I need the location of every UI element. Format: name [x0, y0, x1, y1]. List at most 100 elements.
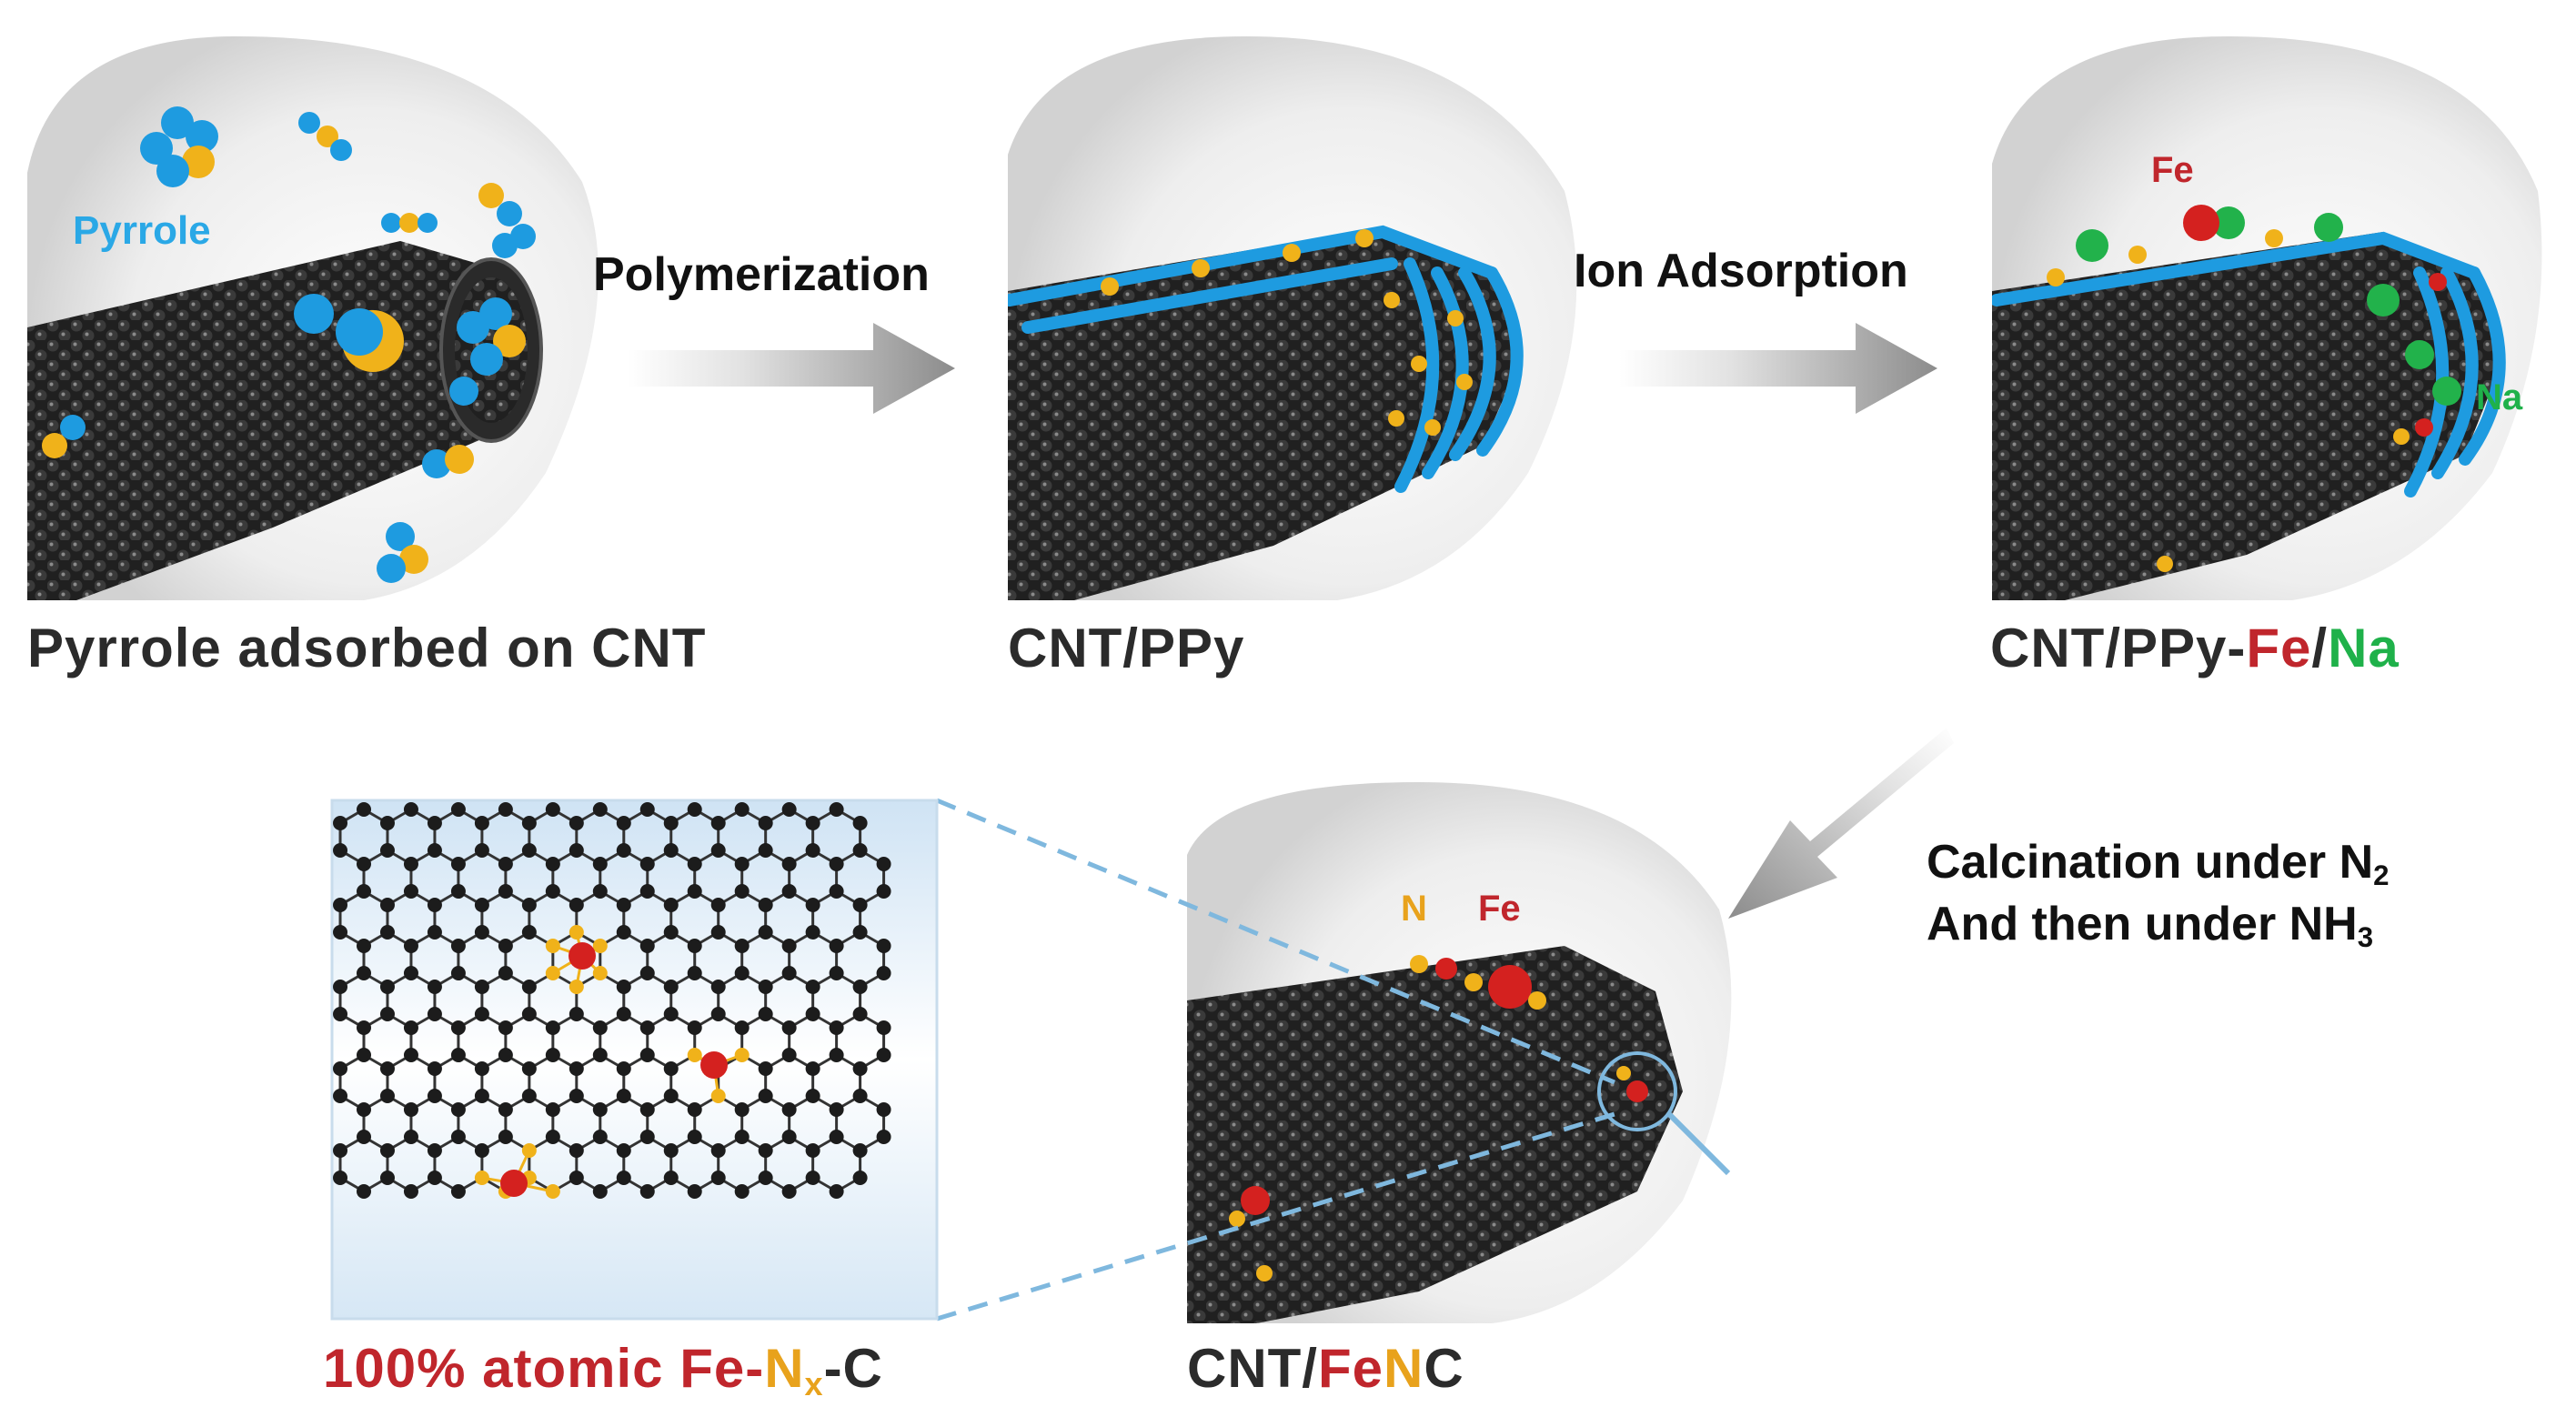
carbon-atom	[569, 898, 584, 912]
panel-pyrrole-on-cnt: Pyrrole	[27, 36, 599, 600]
carbon-atom	[710, 898, 726, 912]
carbon-atom	[852, 1089, 868, 1103]
carbon-atom	[569, 1061, 584, 1076]
carbon-atom	[616, 843, 631, 858]
carbon-atom	[758, 1143, 773, 1158]
carbon-atom	[521, 980, 537, 994]
carbon-atom	[781, 1184, 797, 1199]
carbon-atom	[805, 1061, 820, 1076]
calcination-line2-sub: 3	[2357, 920, 2374, 953]
carbon-atom	[805, 843, 820, 858]
carbon-atom	[687, 1130, 702, 1144]
inset-fe-nx-c	[330, 798, 1615, 1322]
carbon-atom	[616, 1171, 631, 1185]
carbon-atom	[805, 980, 820, 994]
carbon-atom	[474, 1007, 489, 1021]
carbon-atom	[852, 843, 868, 858]
carbon-nanotube	[1187, 946, 1683, 1323]
carbon-atom	[852, 1171, 868, 1185]
carbon-atom	[357, 939, 371, 953]
fe-label-bottom: Fe	[1478, 889, 1521, 929]
carbon-atom	[781, 1020, 797, 1035]
carbon-atom	[357, 1020, 371, 1035]
carbon-atom	[592, 1102, 608, 1117]
carbon-atom	[474, 1089, 489, 1103]
carbon-atom	[498, 884, 513, 899]
carbon-atom	[592, 1184, 608, 1199]
carbon-atom	[592, 1130, 608, 1144]
caption-dash-c: -C	[823, 1338, 883, 1399]
carbon-atom	[687, 1102, 702, 1117]
carbon-atom	[592, 1048, 608, 1062]
free-pyrrole-molecules	[377, 297, 526, 583]
caption-cnt-ppy-fe-na: CNT/PPy-Fe/Na	[1990, 617, 2400, 679]
carbon-atom	[545, 1020, 560, 1035]
carbon-atom	[805, 816, 820, 830]
carbon-atom	[663, 925, 679, 940]
carbon-atom	[876, 857, 891, 871]
carbon-atom	[569, 843, 584, 858]
carbon-atom	[616, 1089, 631, 1103]
carbon-atom	[663, 1061, 679, 1076]
caption-slash: /	[2311, 618, 2329, 678]
carbon-atom	[474, 1143, 489, 1158]
carbon-atom	[333, 816, 348, 830]
carbon-atom	[663, 1143, 679, 1158]
carbon-atom	[450, 1130, 466, 1144]
carbon-atom	[829, 1020, 844, 1035]
panel-cnt-fenc: N Fe	[1187, 782, 1732, 1323]
carbon-atom	[333, 925, 348, 940]
carbon-atom	[639, 939, 655, 953]
carbon-atom	[357, 884, 371, 899]
arrow-calcination	[1728, 728, 1954, 919]
carbon-atom	[734, 1130, 750, 1144]
carbon-atom	[403, 857, 418, 871]
carbon-atom	[616, 925, 631, 940]
carbon-atom	[710, 1007, 726, 1021]
carbon-atom	[639, 1102, 655, 1117]
carbon-atom	[758, 980, 773, 994]
carbon-atom	[333, 1007, 348, 1021]
carbon-atom	[687, 1184, 702, 1199]
carbon-atom	[498, 939, 513, 953]
carbon-atom	[379, 843, 395, 858]
carbon-atom	[450, 802, 466, 817]
carbon-atom	[876, 939, 891, 953]
carbon-atom	[805, 1007, 820, 1021]
carbon-atom	[592, 857, 608, 871]
nitrogen-sites	[2047, 229, 2410, 572]
calcination-line1-text: Calcination under N	[1927, 836, 2374, 889]
carbon-atom	[357, 802, 371, 817]
carbon-atom	[521, 843, 537, 858]
caption-nx: Nx	[764, 1338, 824, 1402]
caption-fe: Fe	[2246, 618, 2312, 678]
carbon-atom	[687, 857, 702, 871]
carbon-atom	[450, 857, 466, 871]
carbon-atom	[521, 816, 537, 830]
carbon-atom	[639, 884, 655, 899]
carbon-atom	[616, 1143, 631, 1158]
pyrrole-label: Pyrrole	[73, 208, 211, 253]
iron-ions	[2183, 205, 2447, 437]
carbon-atom	[545, 802, 560, 817]
carbon-atom	[781, 1102, 797, 1117]
carbon-atom	[876, 966, 891, 980]
carbon-atom	[545, 1102, 560, 1117]
carbon-atom	[710, 1171, 726, 1185]
zoom-line-bottom	[936, 1111, 1615, 1322]
carbon-atom	[357, 1184, 371, 1199]
step-calcination-line1: Calcination under N2	[1927, 835, 2390, 892]
carbon-atom	[474, 980, 489, 994]
carbon-atom	[829, 1048, 844, 1062]
carbon-atom	[663, 1171, 679, 1185]
carbon-atom	[403, 966, 418, 980]
arrow-polymerization	[628, 323, 955, 414]
carbon-atom	[639, 1048, 655, 1062]
carbon-atom	[592, 802, 608, 817]
carbon-atom	[805, 925, 820, 940]
carbon-atom	[379, 1089, 395, 1103]
sodium-ions	[2076, 206, 2461, 406]
carbon-atom	[379, 1143, 395, 1158]
zoom-line-top	[936, 798, 1615, 1085]
carbon-atom	[450, 939, 466, 953]
